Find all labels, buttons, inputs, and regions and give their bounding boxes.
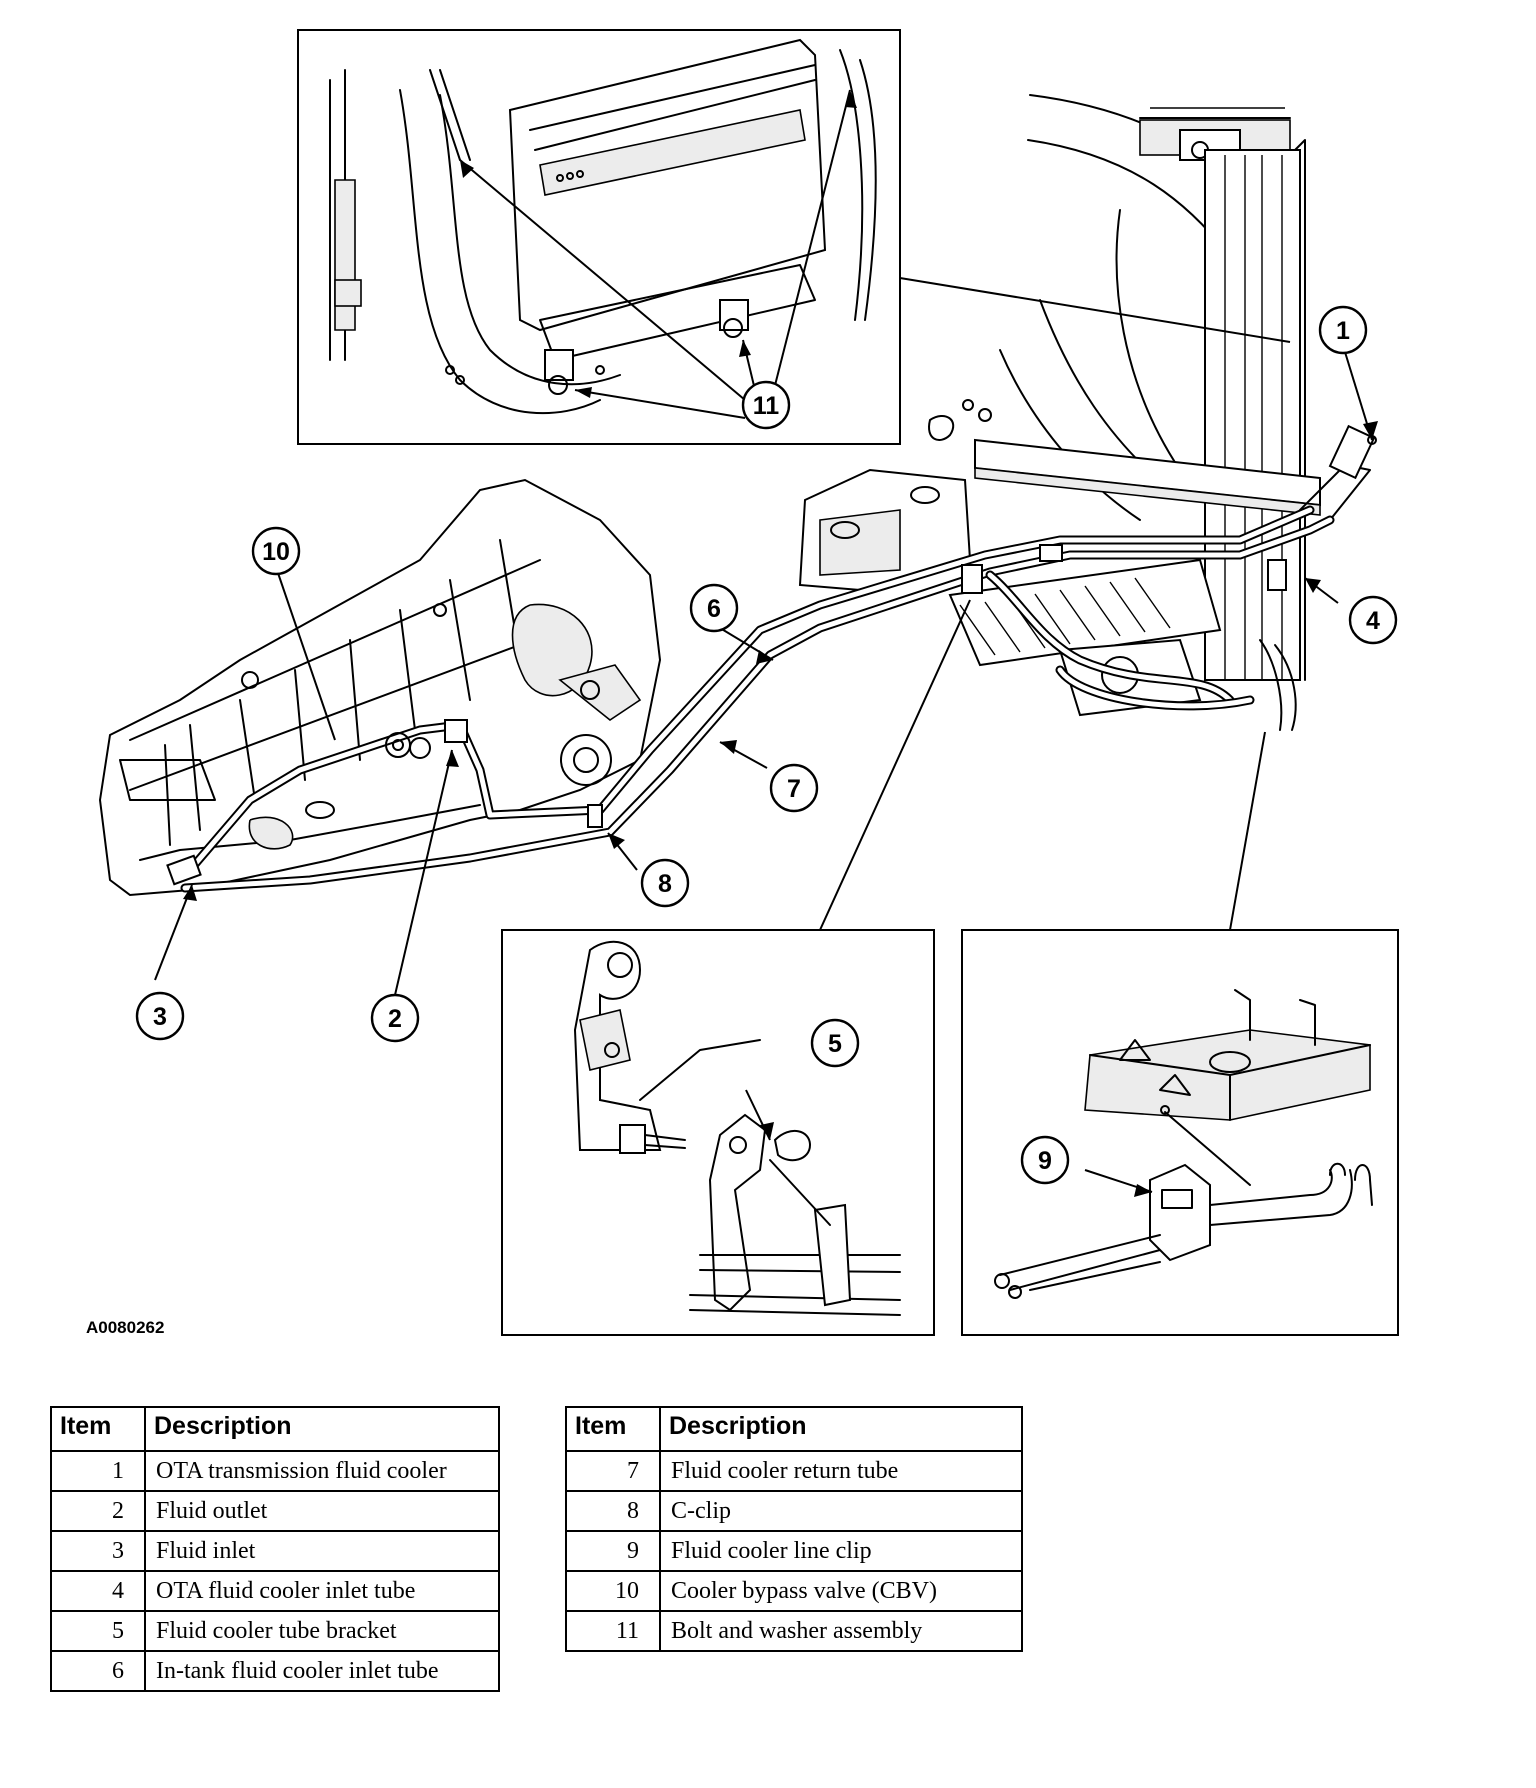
legend-row: 10 Cooler bypass valve (CBV) (565, 1570, 1023, 1612)
svg-text:11: 11 (753, 392, 780, 420)
radiator-shroud (999, 94, 1306, 681)
callout-3: 3 (135, 991, 185, 1041)
legend-item-number: 6 (50, 1650, 146, 1692)
callout-10: 10 (251, 526, 301, 576)
legend-item-description: In-tank fluid cooler inlet tube (144, 1650, 500, 1692)
legend-row: 3 Fluid inlet (50, 1530, 500, 1572)
legend-row: 8 C-clip (565, 1490, 1023, 1532)
leader-arrowheads (183, 90, 1378, 1197)
callout-6: 6 (689, 583, 739, 633)
legend-item-number: 5 (50, 1610, 146, 1652)
legend-table-right: Item Description 7 Fluid cooler return t… (565, 1406, 1023, 1652)
legend-row: 6 In-tank fluid cooler inlet tube (50, 1650, 500, 1692)
legend-item-description: OTA transmission fluid cooler (144, 1450, 500, 1492)
inset-bracket (501, 929, 935, 1336)
leader-inset-bracket (819, 599, 971, 931)
svg-text:9: 9 (1038, 1147, 1052, 1175)
cooler-tubes (166, 505, 1335, 893)
legend-header-description: Description (659, 1406, 1023, 1452)
legend-row: 2 Fluid outlet (50, 1490, 500, 1532)
legend-header-item: Item (565, 1406, 661, 1452)
callout-5: 5 (810, 1018, 860, 1068)
inset-clip (961, 929, 1399, 1336)
legend-item-description: Fluid outlet (144, 1490, 500, 1532)
legend-table-left: Item Description 1 OTA transmission flui… (50, 1406, 500, 1692)
legend-header-item: Item (50, 1406, 146, 1452)
leader-inset-top (899, 277, 1291, 343)
ota-cooler (974, 424, 1377, 521)
legend-row: 9 Fluid cooler line clip (565, 1530, 1023, 1572)
svg-text:1: 1 (1336, 317, 1350, 345)
callout-11: 11 (741, 380, 791, 430)
legend-header-row: Item Description (50, 1406, 500, 1452)
leader-inset-clip (1229, 731, 1266, 931)
legend-row: 4 OTA fluid cooler inlet tube (50, 1570, 500, 1612)
svg-text:8: 8 (658, 870, 672, 898)
legend-row: 5 Fluid cooler tube bracket (50, 1610, 500, 1652)
legend-row: 1 OTA transmission fluid cooler (50, 1450, 500, 1492)
callout-1: 1 (1318, 305, 1368, 355)
legend-row: 11 Bolt and washer assembly (565, 1610, 1023, 1652)
legend-header-description: Description (144, 1406, 500, 1452)
legend-item-number: 10 (565, 1570, 661, 1612)
svg-text:6: 6 (707, 595, 721, 623)
figure-id: A0080262 (86, 1318, 165, 1337)
legend-item-number: 4 (50, 1570, 146, 1612)
callout-8: 8 (640, 858, 690, 908)
legend-item-description: Fluid cooler return tube (659, 1450, 1023, 1492)
legend-item-number: 1 (50, 1450, 146, 1492)
svg-text:3: 3 (153, 1003, 167, 1031)
cooler-line-diagram: 1 2 3 4 5 6 7 8 9 10 11 (98, 29, 1399, 1336)
legend-item-number: 2 (50, 1490, 146, 1532)
legend-item-number: 7 (565, 1450, 661, 1492)
legend-item-description: Bolt and washer assembly (659, 1610, 1023, 1652)
legend-item-number: 3 (50, 1530, 146, 1572)
transmission-case (98, 478, 662, 897)
inset-top (297, 29, 901, 445)
legend-item-number: 9 (565, 1530, 661, 1572)
svg-text:4: 4 (1366, 607, 1380, 635)
legend-item-description: OTA fluid cooler inlet tube (144, 1570, 500, 1612)
svg-text:10: 10 (262, 538, 290, 566)
legend-header-row: Item Description (565, 1406, 1023, 1452)
svg-text:7: 7 (787, 775, 801, 803)
callout-2: 2 (370, 993, 420, 1043)
svg-text:5: 5 (828, 1030, 842, 1058)
legend-item-description: Fluid cooler line clip (659, 1530, 1023, 1572)
svg-text:2: 2 (388, 1005, 402, 1033)
legend-item-description: Fluid cooler tube bracket (144, 1610, 500, 1652)
legend-item-number: 11 (565, 1610, 661, 1652)
legend-item-description: Fluid inlet (144, 1530, 500, 1572)
legend-item-description: C-clip (659, 1490, 1023, 1532)
legend-row: 7 Fluid cooler return tube (565, 1450, 1023, 1492)
callout-7: 7 (769, 763, 819, 813)
callout-4: 4 (1348, 595, 1398, 645)
callout-9: 9 (1020, 1135, 1070, 1185)
legend-item-number: 8 (565, 1490, 661, 1532)
legend-item-description: Cooler bypass valve (CBV) (659, 1570, 1023, 1612)
